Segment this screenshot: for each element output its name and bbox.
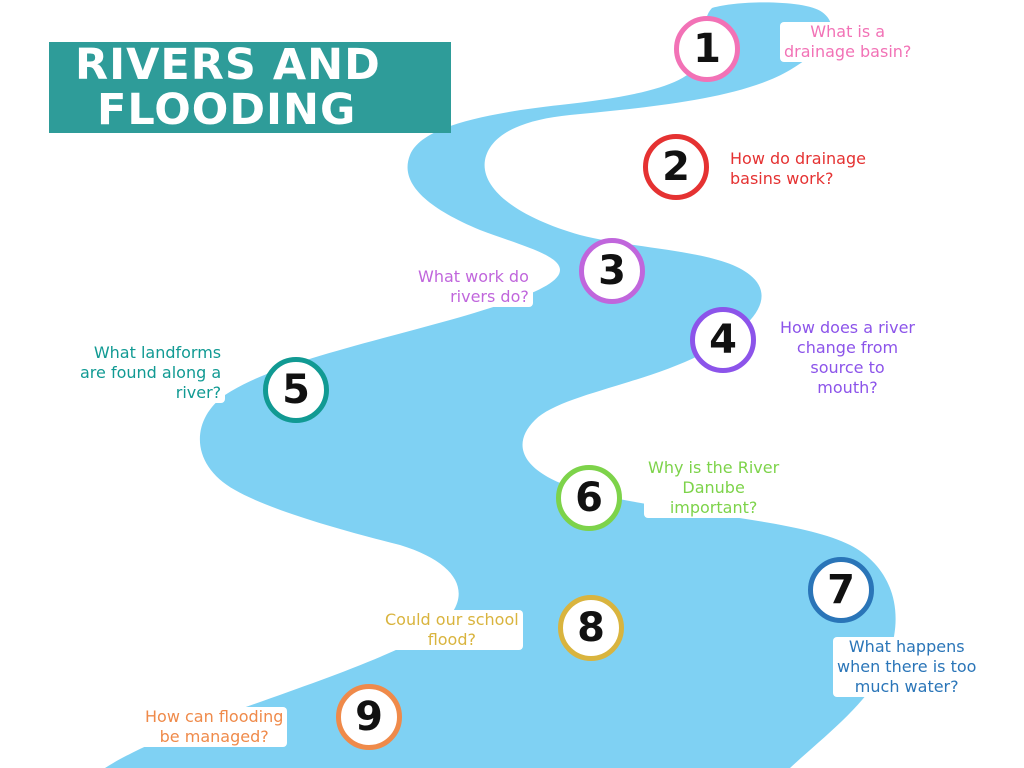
step-6-question: Why is the River Danube important? bbox=[644, 458, 784, 518]
step-4-question-line-4: mouth? bbox=[817, 378, 878, 397]
step-2-circle: 2 bbox=[643, 134, 709, 200]
step-7-question-line-2: when there is too bbox=[837, 657, 977, 676]
step-4-question-line-2: change from bbox=[796, 338, 899, 357]
step-5-question-line-1: What landforms bbox=[93, 343, 222, 362]
step-9-question-line-1: How can flooding bbox=[145, 707, 284, 726]
step-8-circle: 8 bbox=[558, 595, 624, 661]
step-8-question: Could our school flood? bbox=[381, 610, 523, 650]
page-title-line-2: FLOODING bbox=[97, 85, 357, 135]
step-2-question-line-1: How do drainage bbox=[730, 149, 866, 168]
step-3-circle: 3 bbox=[579, 238, 645, 304]
step-6-question-line-3: important? bbox=[669, 498, 758, 517]
step-7-question: What happens when there is too much wate… bbox=[833, 637, 981, 697]
river-shape bbox=[105, 2, 896, 768]
step-7-circle: 7 bbox=[808, 557, 874, 623]
step-1-question-line-2: drainage basin? bbox=[784, 42, 912, 61]
step-4-question: How does a river change from source to m… bbox=[776, 318, 920, 398]
step-9-question-line-2: be managed? bbox=[159, 727, 269, 746]
step-8-question-line-1: Could our school bbox=[385, 610, 519, 629]
step-1-circle: 1 bbox=[674, 16, 740, 82]
step-6-circle: 6 bbox=[556, 465, 622, 531]
step-4-question-line-1: How does a river bbox=[780, 318, 916, 337]
step-5-question: What landforms are found along a river? bbox=[76, 343, 226, 403]
step-9-circle: 9 bbox=[336, 684, 402, 750]
step-5-circle: 5 bbox=[263, 357, 329, 423]
step-3-question-line-2: rivers do? bbox=[450, 287, 529, 306]
step-5-question-line-2: are found along a bbox=[80, 363, 222, 382]
step-4-question-line-3: source to bbox=[810, 358, 885, 377]
step-7-question-line-1: What happens bbox=[848, 637, 965, 656]
step-8-question-line-2: flood? bbox=[427, 630, 476, 649]
step-5-question-line-3: river? bbox=[175, 383, 222, 402]
step-2-question: How do drainage basins work? bbox=[726, 149, 870, 189]
page-title-line-1: RIVERS AND bbox=[75, 40, 381, 90]
step-4-circle: 4 bbox=[690, 307, 756, 373]
step-1-question-line-1: What is a bbox=[810, 22, 886, 41]
step-3-question-line-1: What work do bbox=[418, 267, 529, 286]
step-1-question: What is a drainage basin? bbox=[780, 22, 916, 62]
step-6-question-line-2: Danube bbox=[682, 478, 745, 497]
step-9-question: How can flooding be managed? bbox=[141, 707, 288, 747]
step-6-question-line-1: Why is the River bbox=[648, 458, 780, 477]
step-7-question-line-3: much water? bbox=[854, 677, 959, 696]
title-banner: RIVERS AND FLOODING bbox=[49, 42, 451, 133]
step-2-question-line-2: basins work? bbox=[730, 169, 834, 188]
step-3-question: What work do rivers do? bbox=[414, 267, 533, 307]
